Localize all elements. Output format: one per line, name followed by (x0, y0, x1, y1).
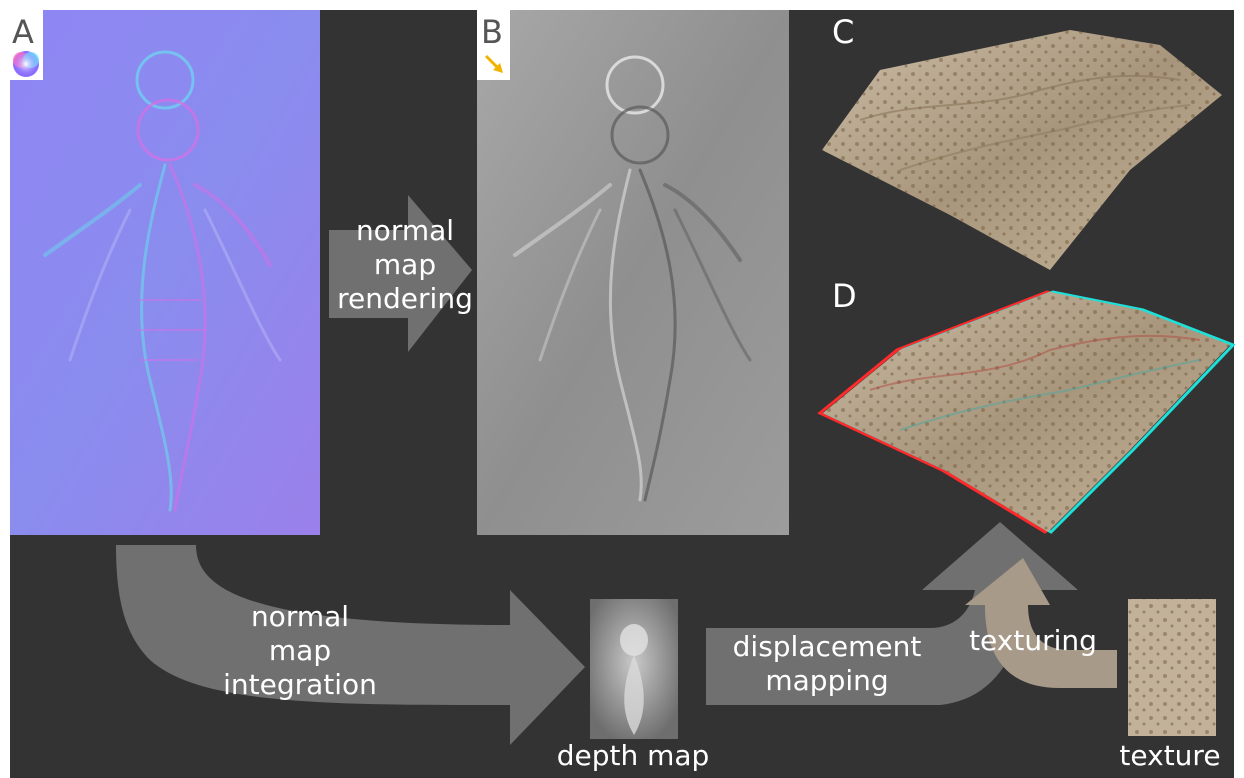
panel-letter-b: B (481, 16, 503, 48)
depth-map-thumbnail (590, 599, 678, 739)
panel-letter-d: D (832, 280, 857, 312)
arrow-texturing-label: texturing (958, 624, 1108, 658)
arrow-integration-line-1: normal (210, 600, 390, 634)
panel-a-normal-map (10, 10, 320, 535)
arrow-rendering-line-1: normal (330, 214, 480, 248)
arrow-displacement-line-1: displacement (722, 630, 932, 664)
arrow-displacement-label: displacement mapping (722, 630, 932, 698)
arrow-integration-line-2: map (210, 634, 390, 668)
arrow-rendering-line-3: rendering (330, 282, 480, 316)
texture-thumbnail (1128, 599, 1216, 736)
arrow-integration-label: normal map integration (210, 600, 390, 702)
texture-caption: texture (1100, 740, 1240, 772)
depth-map-caption: depth map (548, 740, 718, 772)
arrow-displacement-line-2: mapping (722, 664, 932, 698)
arrow-rendering-line-2: map (330, 248, 480, 282)
panel-b-rendered-relief (477, 10, 789, 535)
arrow-integration-line-3: integration (210, 668, 390, 702)
panel-letter-c: C (832, 16, 854, 48)
arrow-rendering-label: normal map rendering (330, 214, 480, 316)
panel-letter-a: A (12, 16, 34, 48)
